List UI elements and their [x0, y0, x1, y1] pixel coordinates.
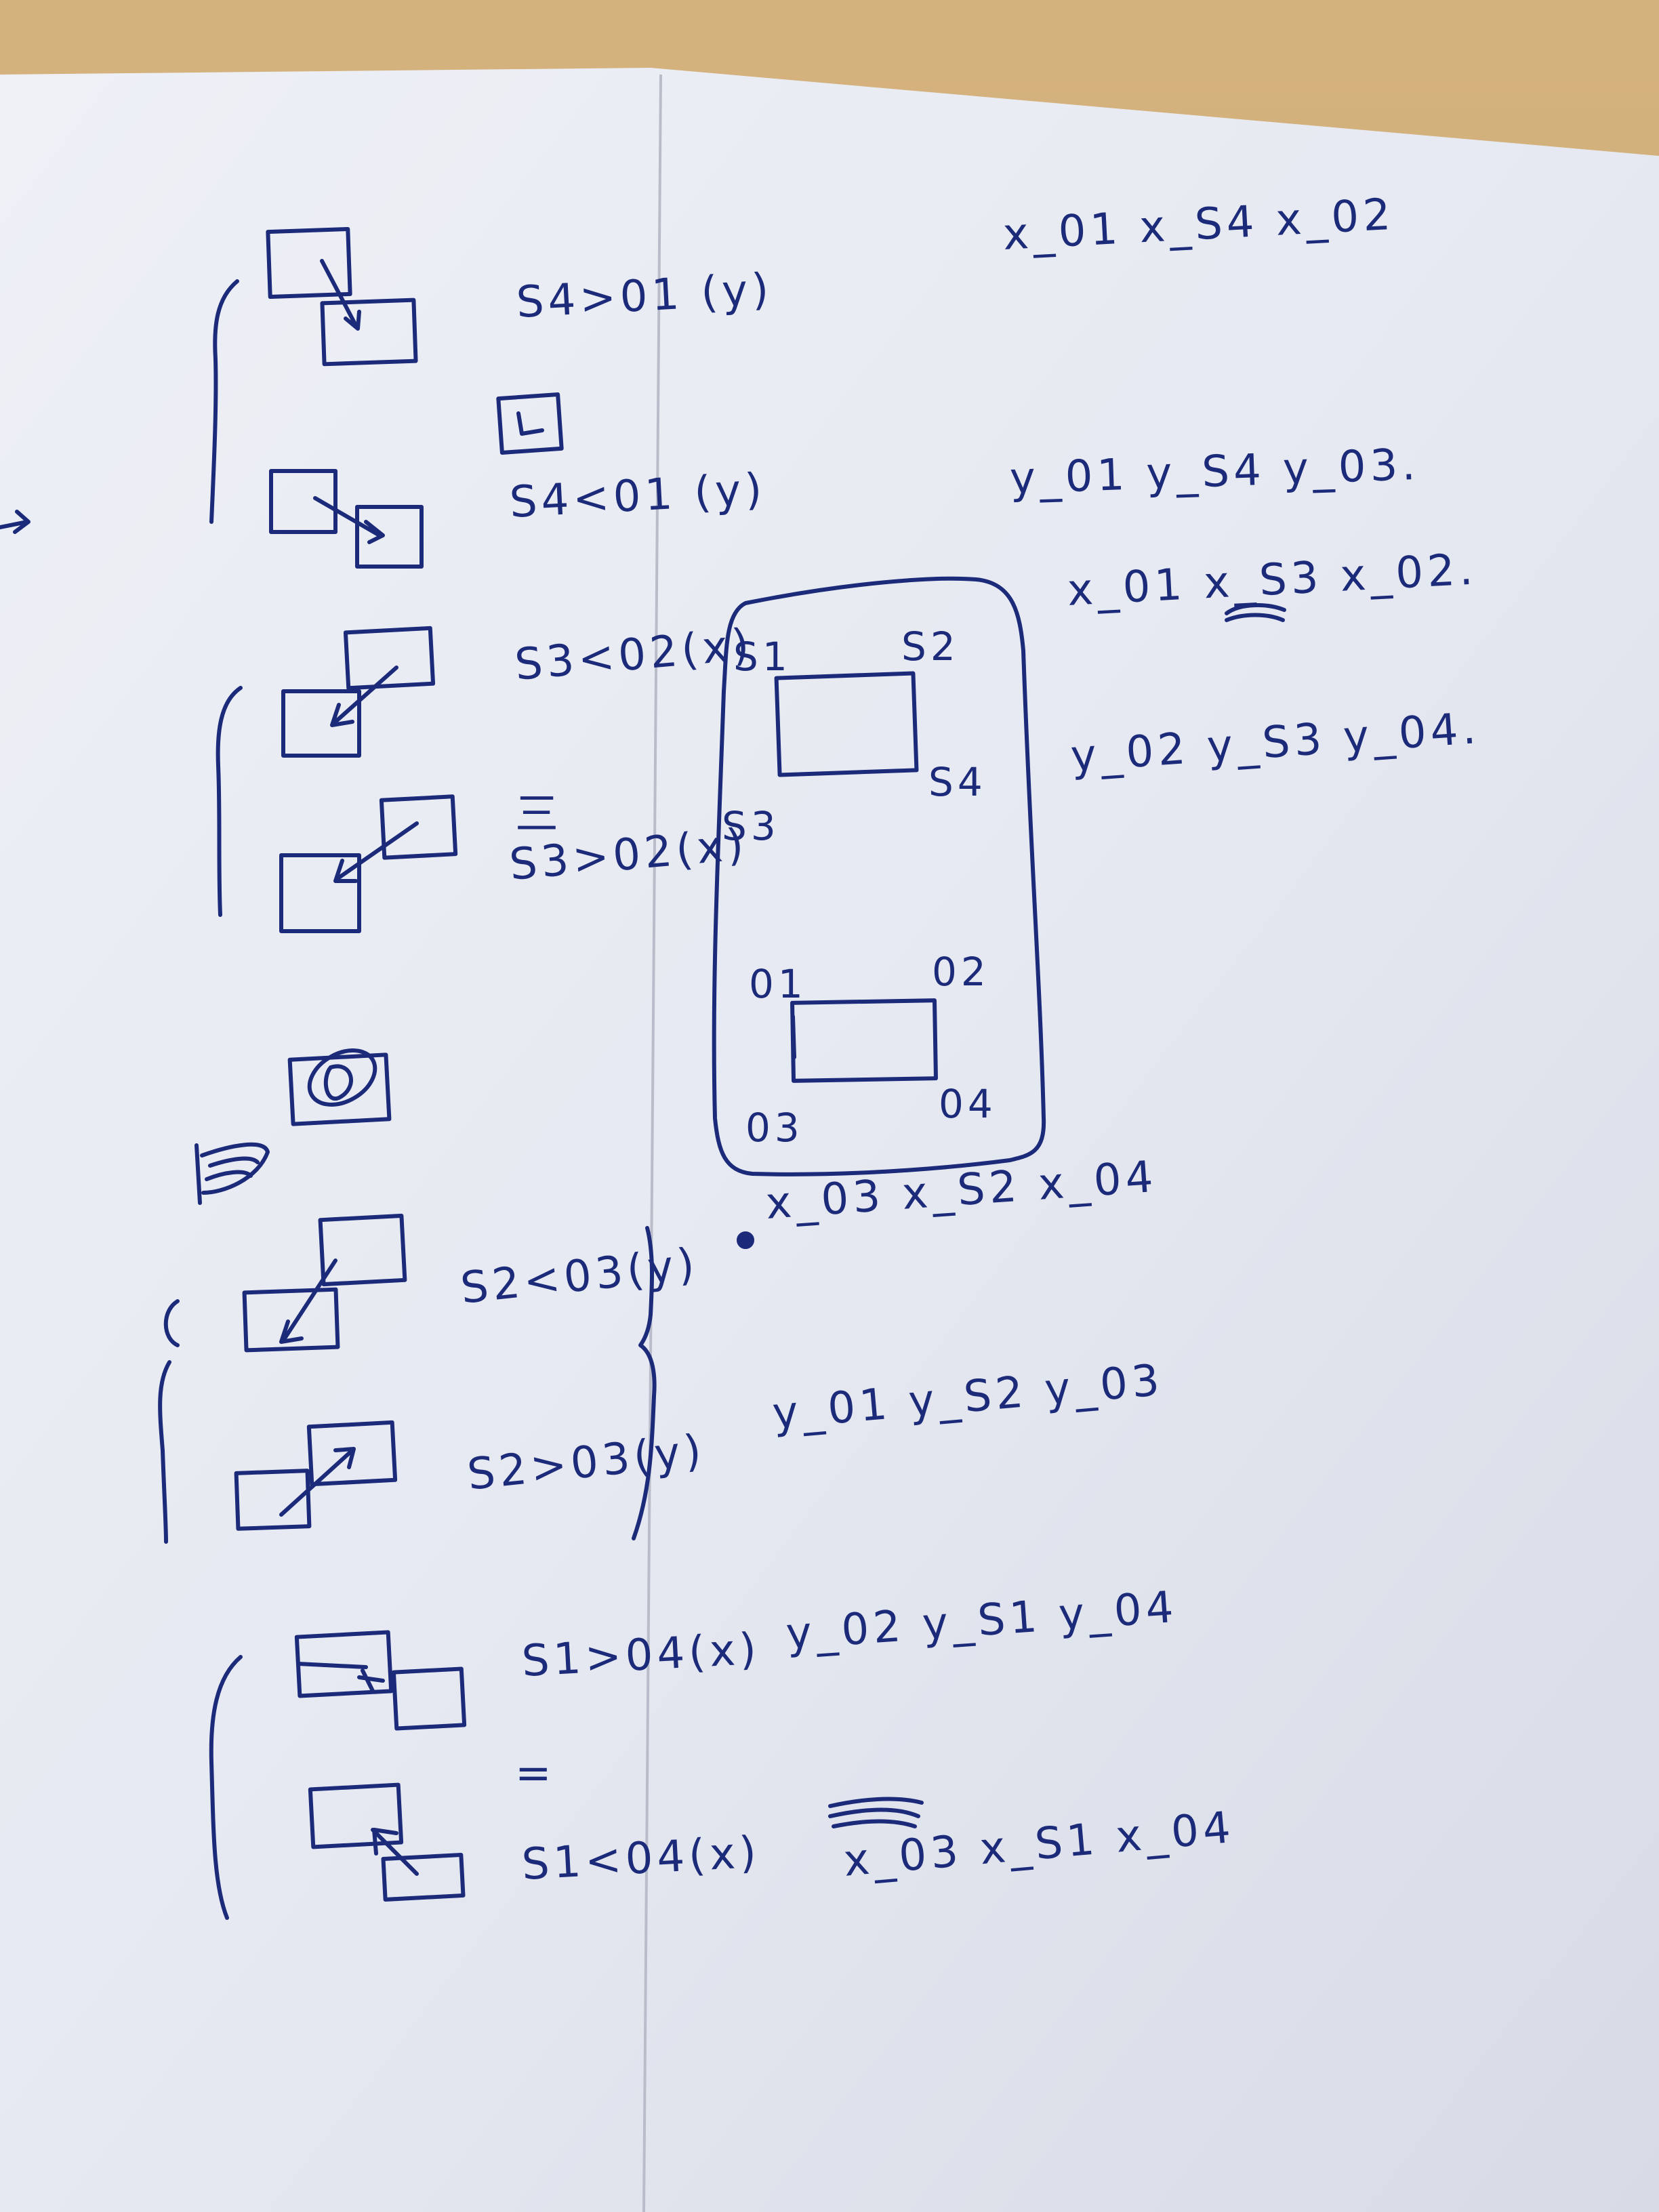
rounded-box-diagram [712, 576, 1046, 1176]
right-brace-group-3 [632, 1226, 657, 1540]
paper-fold-crease [642, 74, 662, 2212]
note-equivalent-mark: 三 [515, 790, 562, 840]
box-label-s1: S1 [733, 634, 792, 680]
box-label-s2: S2 [901, 623, 960, 670]
brace-group-3 [158, 1299, 180, 1544]
note-equals-mark: = [515, 1748, 556, 1799]
brace-group-4 [209, 1655, 243, 1920]
box-label-o2: 02 [932, 949, 990, 995]
brace-group-1 [209, 279, 239, 524]
scribble-mark [194, 1142, 270, 1205]
box-label-o1: 01 [749, 961, 807, 1007]
box-label-s4: S4 [928, 759, 987, 805]
box-label-o4: 04 [939, 1081, 997, 1127]
box-label-s3: S3 [722, 803, 780, 849]
box-label-o3: 03 [745, 1105, 804, 1151]
brace-group-2 [216, 686, 243, 917]
